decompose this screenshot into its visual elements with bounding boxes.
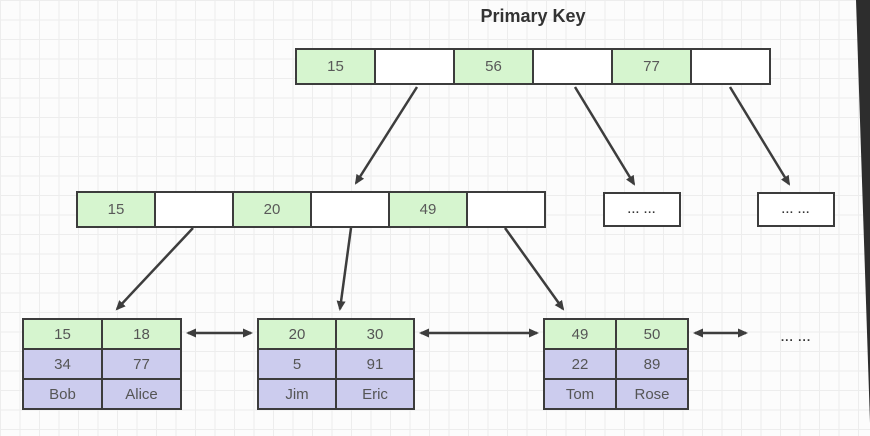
diagram-title: Primary Key: [480, 6, 586, 26]
leaf-cell: 18: [101, 318, 182, 350]
leaf-cell: 89: [615, 348, 689, 380]
key-cell: 56: [453, 48, 534, 85]
leaf-cell: Alice: [101, 378, 182, 410]
leaf-cell: Jim: [257, 378, 337, 410]
screen-edge-dark-sliver: [856, 0, 870, 423]
arrow-internal-to-leaf1: [115, 227, 194, 311]
pointer-cell: [310, 191, 390, 228]
btree-root-node: 15 56 77: [295, 48, 771, 85]
leaf-cell: Bob: [22, 378, 103, 410]
leaf-cell: 15: [22, 318, 103, 350]
key-cell: 77: [611, 48, 692, 85]
leaf-cell: Tom: [543, 378, 617, 410]
pointer-cell: [466, 191, 546, 228]
key-cell: 20: [232, 191, 312, 228]
leaf-cell: Rose: [615, 378, 689, 410]
leaf-cell: 22: [543, 348, 617, 380]
pointer-cell: [374, 48, 455, 85]
arrow-internal-to-leaf2: [336, 227, 353, 311]
ellipsis-node-right: ... ...: [757, 192, 835, 227]
leaf-cell: 91: [335, 348, 415, 380]
ellipsis-node-left: ... ...: [603, 192, 681, 227]
leaf-cell: 20: [257, 318, 337, 350]
key-cell: 15: [295, 48, 376, 85]
arrow-internal-to-leaf3: [503, 227, 565, 311]
leaf-cell: 49: [543, 318, 617, 350]
key-cell: 49: [388, 191, 468, 228]
leaf-cell: 30: [335, 318, 415, 350]
arrow-root-to-ellipsis-right: [728, 86, 791, 186]
trailing-ellipsis-text: ... ...: [780, 330, 812, 344]
leaf-cell: 5: [257, 348, 337, 380]
leaf-cell: 34: [22, 348, 103, 380]
leaf-cell: Eric: [335, 378, 415, 410]
btree-internal-node: 15 20 49: [76, 191, 546, 228]
key-cell: 15: [76, 191, 156, 228]
pointer-cell: [690, 48, 771, 85]
pointer-cell: [154, 191, 234, 228]
arrow-root-to-internal: [354, 86, 419, 185]
arrow-root-to-ellipsis-left: [573, 86, 636, 186]
pointer-cell: [532, 48, 613, 85]
leaf-cell: 50: [615, 318, 689, 350]
leaf-cell: 77: [101, 348, 182, 380]
